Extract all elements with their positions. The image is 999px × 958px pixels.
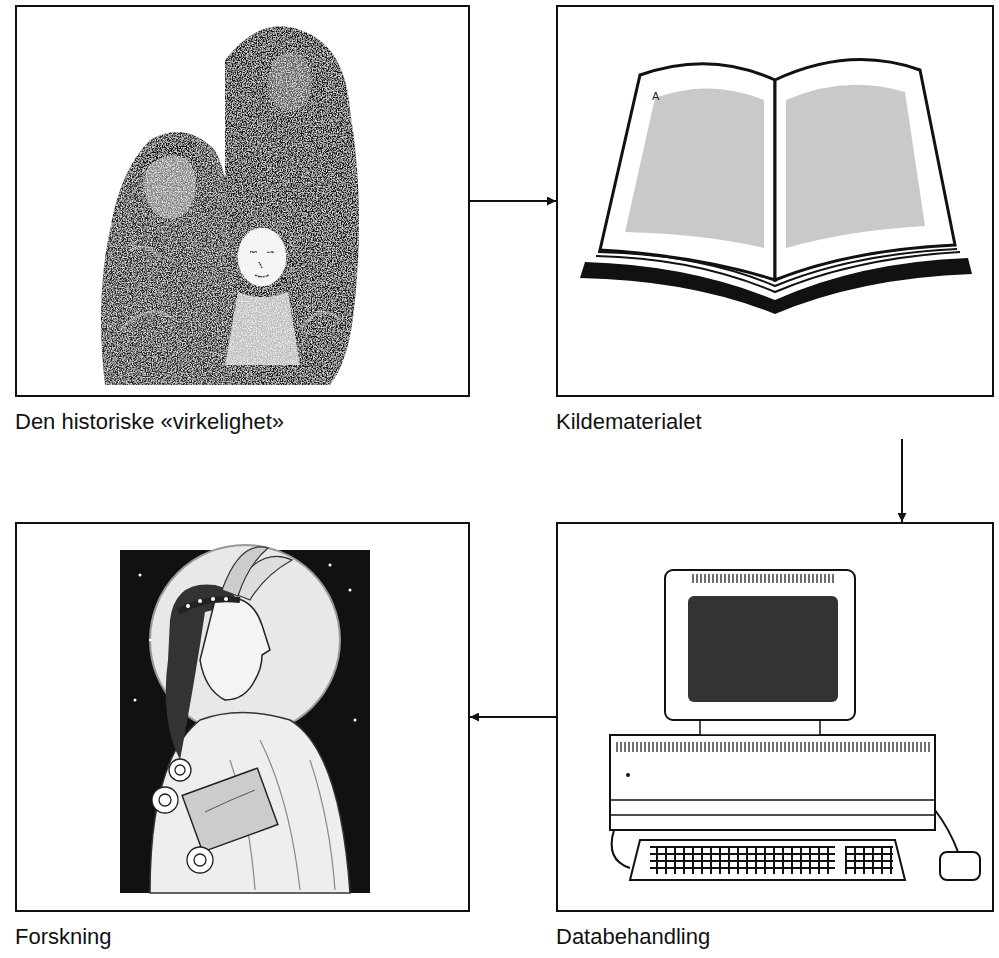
flow-arrow (470, 200, 556, 202)
computer (610, 570, 980, 880)
sketch-figures (101, 26, 359, 385)
page-letter: A (652, 90, 659, 102)
reading-woman (120, 545, 370, 893)
illustration-panel: Databehandling (556, 522, 994, 950)
panel-caption: Kildematerialet (556, 409, 994, 435)
flow-arrow (901, 439, 903, 522)
panel-caption: Den historiske «virkelighet» (15, 409, 470, 435)
panel-frame (556, 5, 994, 397)
panel-caption: Databehandling (556, 924, 994, 950)
illustration-panel: Forskning (15, 522, 470, 950)
illustration-panel: Den historiske «virkelighet» (15, 5, 470, 435)
illustration-panel: Kildematerialet (556, 5, 994, 435)
open-book (580, 60, 972, 314)
panel-frame (15, 5, 470, 397)
panel-frame (556, 522, 994, 912)
panel-caption: Forskning (15, 924, 470, 950)
flow-arrow (470, 716, 556, 718)
panel-frame (15, 522, 470, 912)
